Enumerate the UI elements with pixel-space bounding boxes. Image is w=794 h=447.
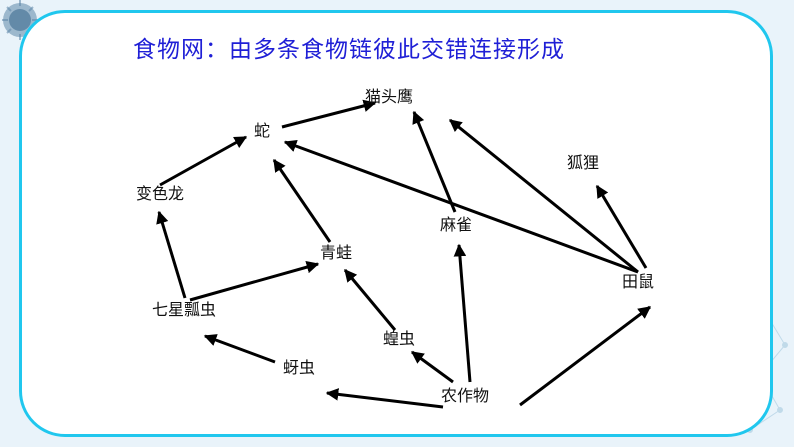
virus-icon [2,0,38,40]
node-ladybug: 七星瓢虫 [152,300,217,319]
arrow-crop-to-mouse [519,305,652,407]
arrow-snake-to-owl [281,99,377,129]
node-crop: 农作物 [441,386,490,405]
arrow-crop-to-locust [410,350,454,384]
arrow-mouse-to-snake [283,140,639,274]
node-locust: 蝗虫 [383,329,416,348]
arrow-chameleon-to-snake [159,135,248,187]
node-fox: 狐狸 [567,153,600,172]
arrow-crop-to-aphid [325,388,444,409]
node-frog: 青蛙 [320,243,353,262]
slide-frame [19,10,773,437]
arrow-ladybug-to-chameleon [156,210,187,299]
node-owl: 猫头鹰 [365,87,414,106]
arrow-sparrow-to-owl [412,110,457,213]
node-sparrow: 麻雀 [440,215,473,234]
node-mouse: 田鼠 [622,272,655,291]
arrow-ladybug-to-frog [189,261,320,302]
food-web-edges [156,99,652,409]
arrow-mouse-to-owl [449,118,639,274]
arrow-mouse-to-fox [595,184,648,269]
node-snake: 蛇 [254,121,271,140]
slide-title: 食物网：由多条食物链彼此交错连接形成 [133,37,565,63]
arrow-aphid-to-ladybug [203,334,276,364]
arrow-locust-to-frog [343,269,397,331]
node-chameleon: 变色龙 [136,184,185,203]
arrow-frog-to-snake [272,158,332,243]
arrow-crop-to-sparrow [453,243,472,383]
node-aphid: 蚜虫 [283,358,316,377]
